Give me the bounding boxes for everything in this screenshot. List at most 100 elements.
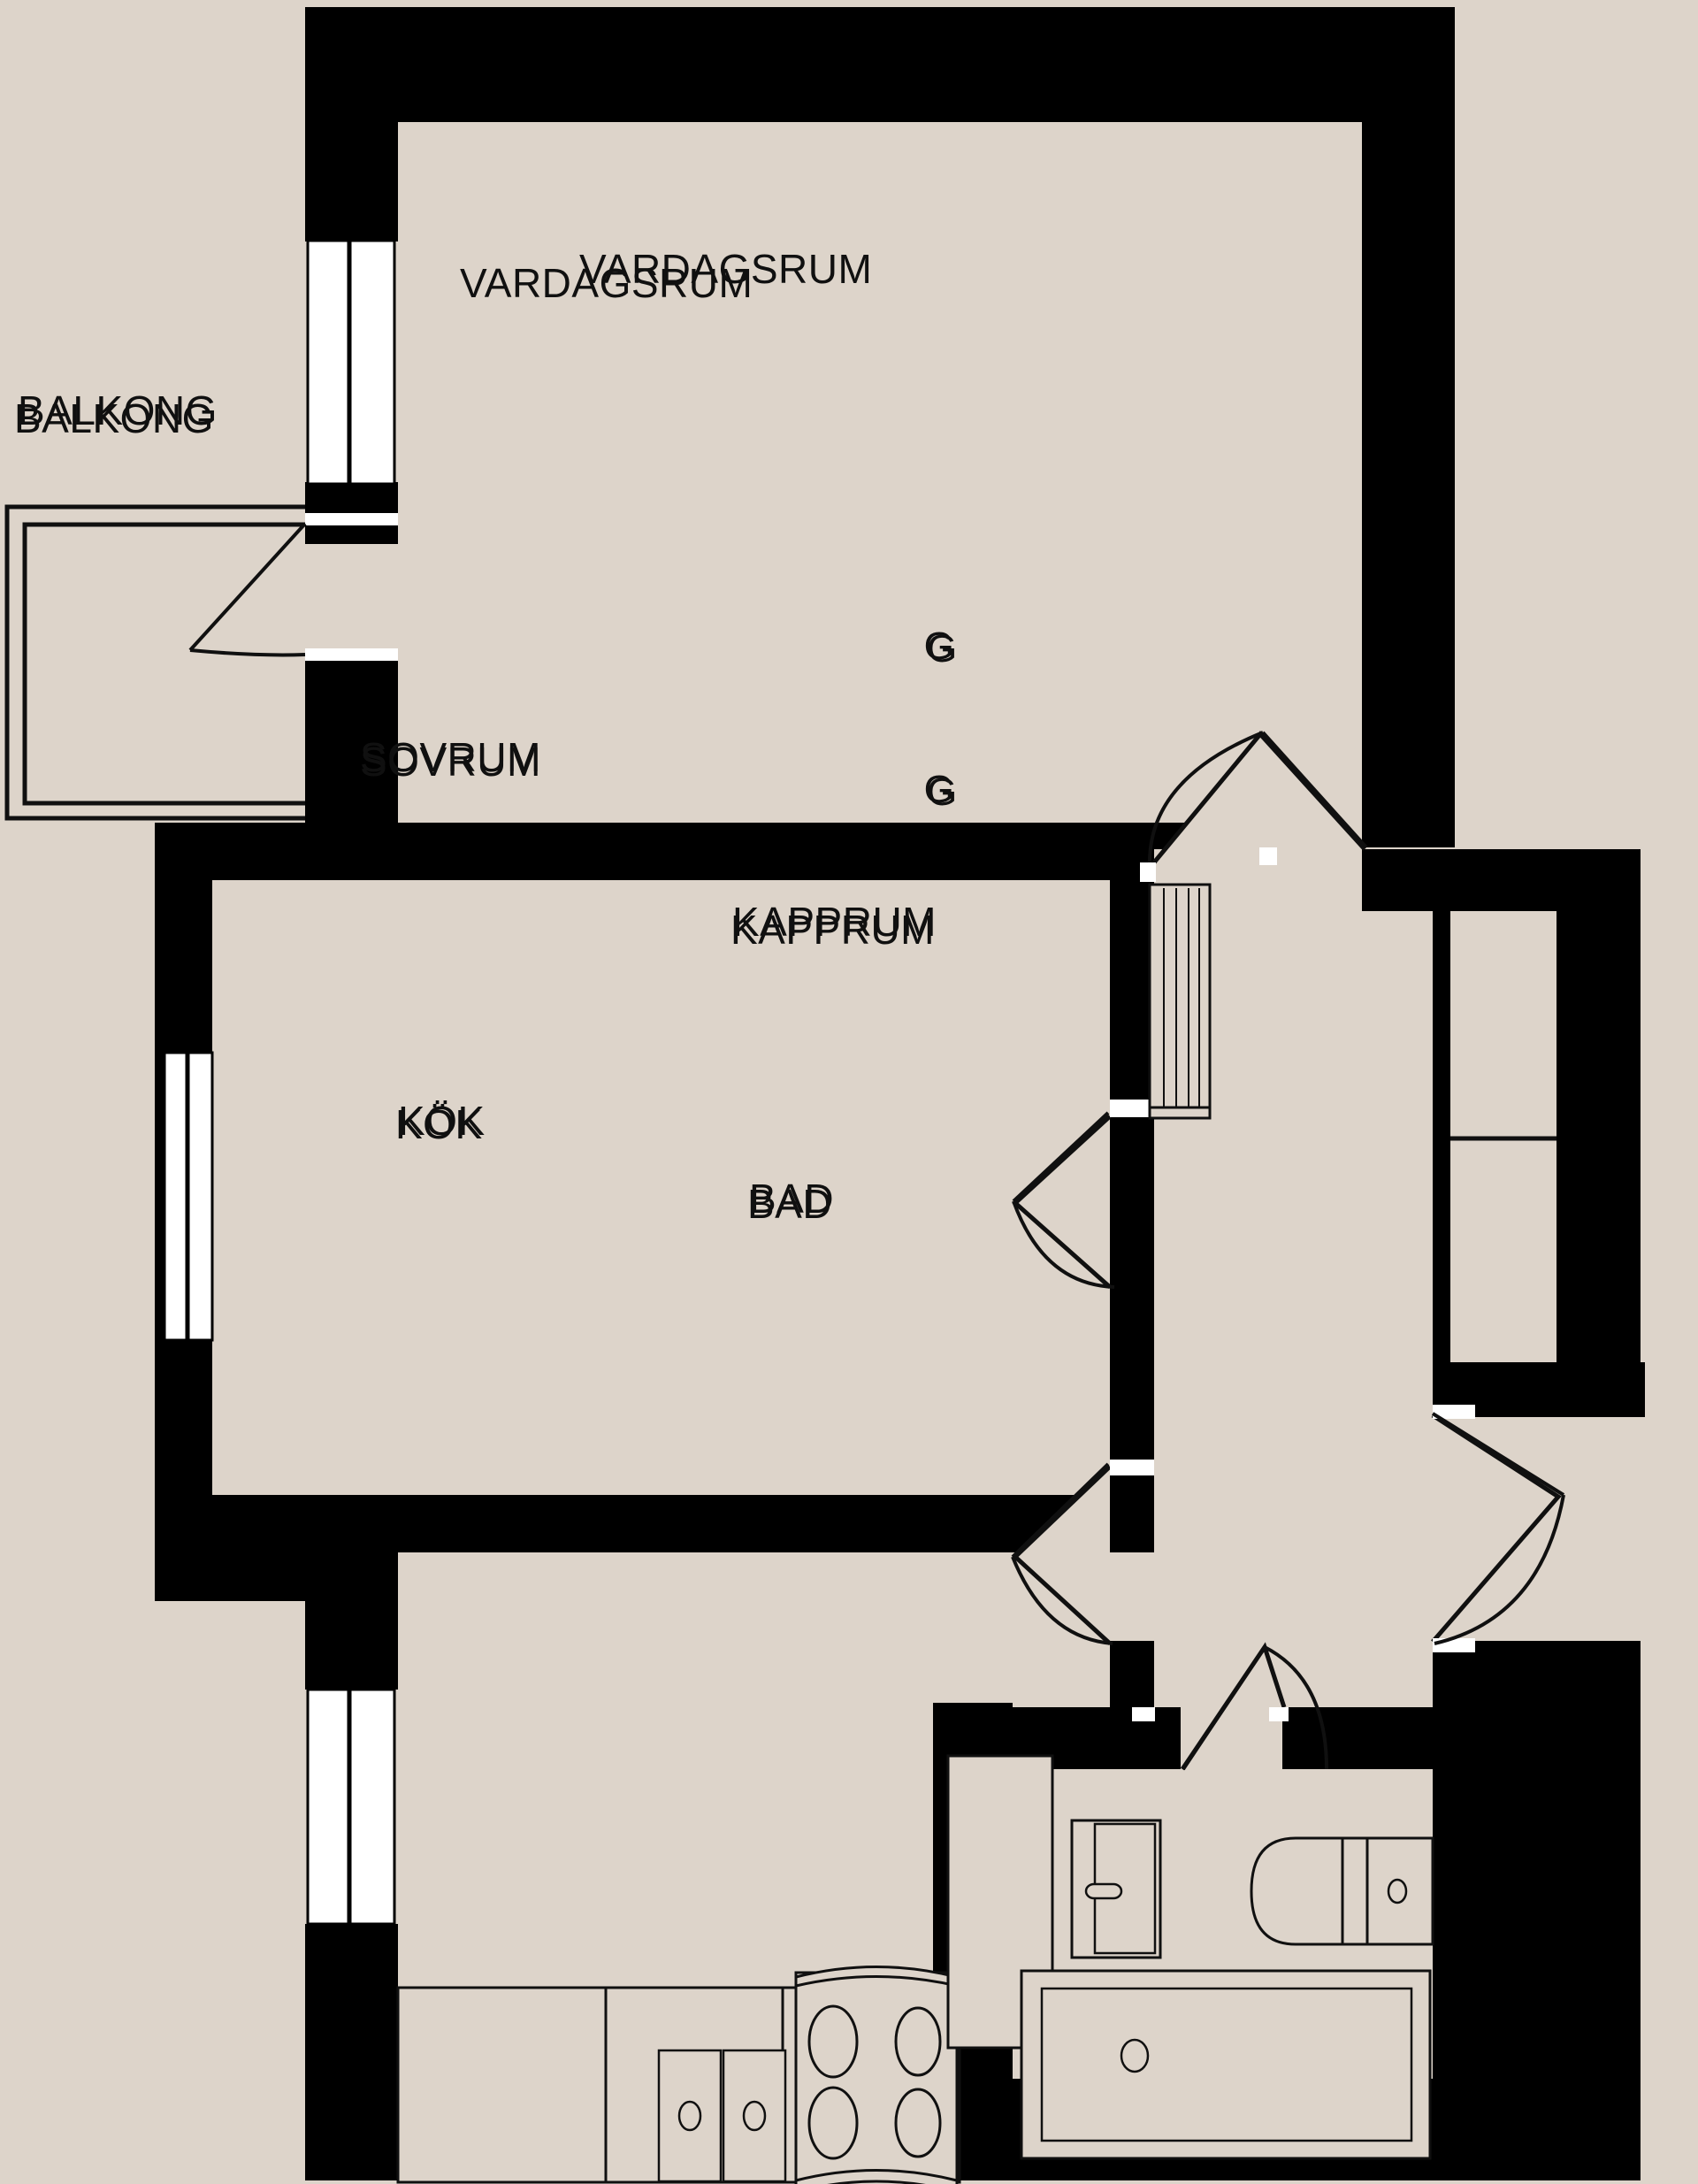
threshold-entrance-top	[1433, 1405, 1475, 1419]
door-entrance-arc	[1434, 1494, 1565, 1645]
door-bedroom-to-hall-arc	[1012, 1200, 1115, 1289]
room-label-sovrum: SOVRUM	[360, 734, 541, 780]
threshold-balcony-top	[305, 513, 398, 525]
wall-closet-top	[1362, 849, 1641, 911]
door-bedroom-to-hall-leaf	[1012, 1111, 1110, 1203]
bath-toilet-bowl	[1250, 1836, 1346, 1946]
door-living-to-hall-leaf	[1261, 731, 1368, 849]
room-label-bad: BAD	[749, 1176, 834, 1222]
bath-toilet-seatgap	[1341, 1836, 1369, 1946]
wall-east-living	[1362, 7, 1455, 847]
window-bedroom-west-pane-1	[163, 1051, 188, 1342]
door-hall-to-kitchen-leaf	[1011, 1462, 1110, 1559]
door-living-to-hall-arc	[1148, 731, 1264, 863]
kitchen-sink-drain-right	[742, 2100, 767, 2132]
room-floor-garderob-1	[1450, 911, 1556, 1137]
kitchen-burner-1	[807, 2004, 859, 2079]
overlay-label-vardagsrum: VARDAGSRUM	[460, 260, 753, 306]
bath-toilet-flush-button	[1387, 1878, 1408, 1904]
kitchen-counter-left	[396, 1986, 608, 2184]
bathroom-fixtures	[1020, 1819, 1434, 2160]
wall-west-living-upper	[305, 7, 398, 241]
overlay-label-balkong: BALKONG	[14, 395, 214, 441]
hall-edge-entrance	[1431, 1413, 1562, 1644]
room-label-balkong: BALKONG	[18, 387, 218, 433]
balcony	[4, 504, 305, 821]
wall-closet-east	[1556, 911, 1641, 1415]
room-floor-vardagsrum	[398, 122, 1362, 847]
door-balcony-leaf	[188, 522, 307, 652]
room-floor-garderob-2	[1450, 1141, 1556, 1362]
windows	[163, 239, 396, 1926]
balcony-rail-outer	[4, 504, 305, 821]
wall-top-exterior	[305, 7, 1455, 122]
overlay-label-kok: KÖK	[395, 1101, 483, 1147]
window-kitchen-west-pane-1	[306, 1688, 350, 1926]
door-entrance[interactable]	[1431, 1412, 1565, 1645]
hall-edge-lower-left	[1012, 1465, 1112, 1645]
door-entrance-leaf	[1431, 1412, 1565, 1497]
hall-radiator	[1148, 883, 1212, 1120]
door-living-to-hall	[1148, 731, 1368, 863]
room-label-vardagsrum: VARDAGSRUM	[579, 246, 872, 292]
wall-west-jog-2	[155, 1495, 310, 1601]
doors	[188, 522, 1565, 1771]
overlay-label-garderob-1: G	[927, 627, 958, 671]
threshold-bath-left	[1132, 1707, 1155, 1721]
kitchen-burner-3	[807, 2086, 859, 2160]
door-hall-to-kitchen-arc	[1011, 1556, 1113, 1645]
hall-notch-left	[1013, 1115, 1110, 1287]
door-hall-to-bath	[1182, 1645, 1328, 1771]
threshold-entrance-bottom	[1433, 1638, 1475, 1652]
room-floor-kapprum	[1013, 823, 1433, 1769]
door-balcony-arc	[189, 648, 306, 657]
hall-notch-entrance	[1433, 1415, 1556, 1641]
threshold-hall-to-kitchen	[1110, 1460, 1154, 1475]
room-floor-sovrum	[212, 880, 1110, 1495]
wall-bedroom-kitchen-divider	[155, 1495, 1154, 1552]
kitchen-sink-drain-left	[677, 2100, 702, 2132]
kitchen-fixtures	[396, 1754, 1054, 2184]
threshold-living-to-hall-left	[1140, 862, 1156, 882]
room-floor-kok	[398, 1552, 933, 2079]
bath-bathtub-inner	[1040, 1987, 1413, 2142]
wall-west-living-bottom	[305, 655, 398, 725]
kitchen-burner-2	[894, 2006, 942, 2077]
wall-west-jog	[305, 721, 398, 880]
door-hall-to-kitchen	[1011, 1462, 1113, 1645]
wall-bedroom-hall-upper	[1110, 849, 1154, 1283]
kitchen-burner-4	[894, 2088, 942, 2158]
door-hall-to-bath-arc	[1264, 1645, 1328, 1770]
bath-washbasin-tap	[1084, 1882, 1123, 1900]
window-living-room-west-pane-1	[306, 239, 350, 486]
threshold-bath-right	[1269, 1707, 1289, 1721]
wall-bedroom-hall-lower	[1110, 1238, 1154, 1521]
wall-west-kitchen-upper	[305, 1552, 398, 1690]
overlay-label-kapprum: KAPPRUM	[730, 907, 935, 953]
hall-notch-top	[1154, 734, 1362, 862]
room-label-garderob-2: G	[924, 768, 955, 811]
bath-bathtub-drain	[1120, 2038, 1150, 2073]
room-labels: VARDAGSRUM BALKONG SOVRUM KAPPRUM KÖK BA…	[18, 246, 954, 1222]
kitchen-sink-basin-right	[722, 2049, 787, 2183]
overlay-label-bad: BAD	[747, 1181, 833, 1227]
threshold-bedroom-to-hall	[1110, 1100, 1154, 1117]
door-bedroom-to-hall	[1012, 1111, 1115, 1289]
hall-radiator-base	[1148, 1106, 1212, 1120]
wall-living-bedroom-divider	[155, 823, 1128, 880]
balcony-floor	[7, 507, 305, 818]
overlay-label-garderob-2: G	[927, 770, 958, 814]
balcony-rail-inner	[22, 522, 305, 806]
hall-notch-bottom	[1181, 1645, 1282, 1769]
wall-bath-north-east	[1282, 1703, 1641, 1769]
threshold-balcony-bottom	[305, 648, 398, 661]
door-hall-to-bath-leaf	[1182, 1645, 1266, 1771]
window-bedroom-west-pane-2	[187, 1051, 214, 1342]
room-label-kok: KÖK	[398, 1098, 486, 1144]
hall-radiator-body	[1148, 883, 1212, 1116]
overlay-label-sovrum: SOVRUM	[360, 739, 541, 785]
room-label-garderob-1: G	[924, 625, 955, 668]
wall-closet-west	[1433, 911, 1450, 1415]
